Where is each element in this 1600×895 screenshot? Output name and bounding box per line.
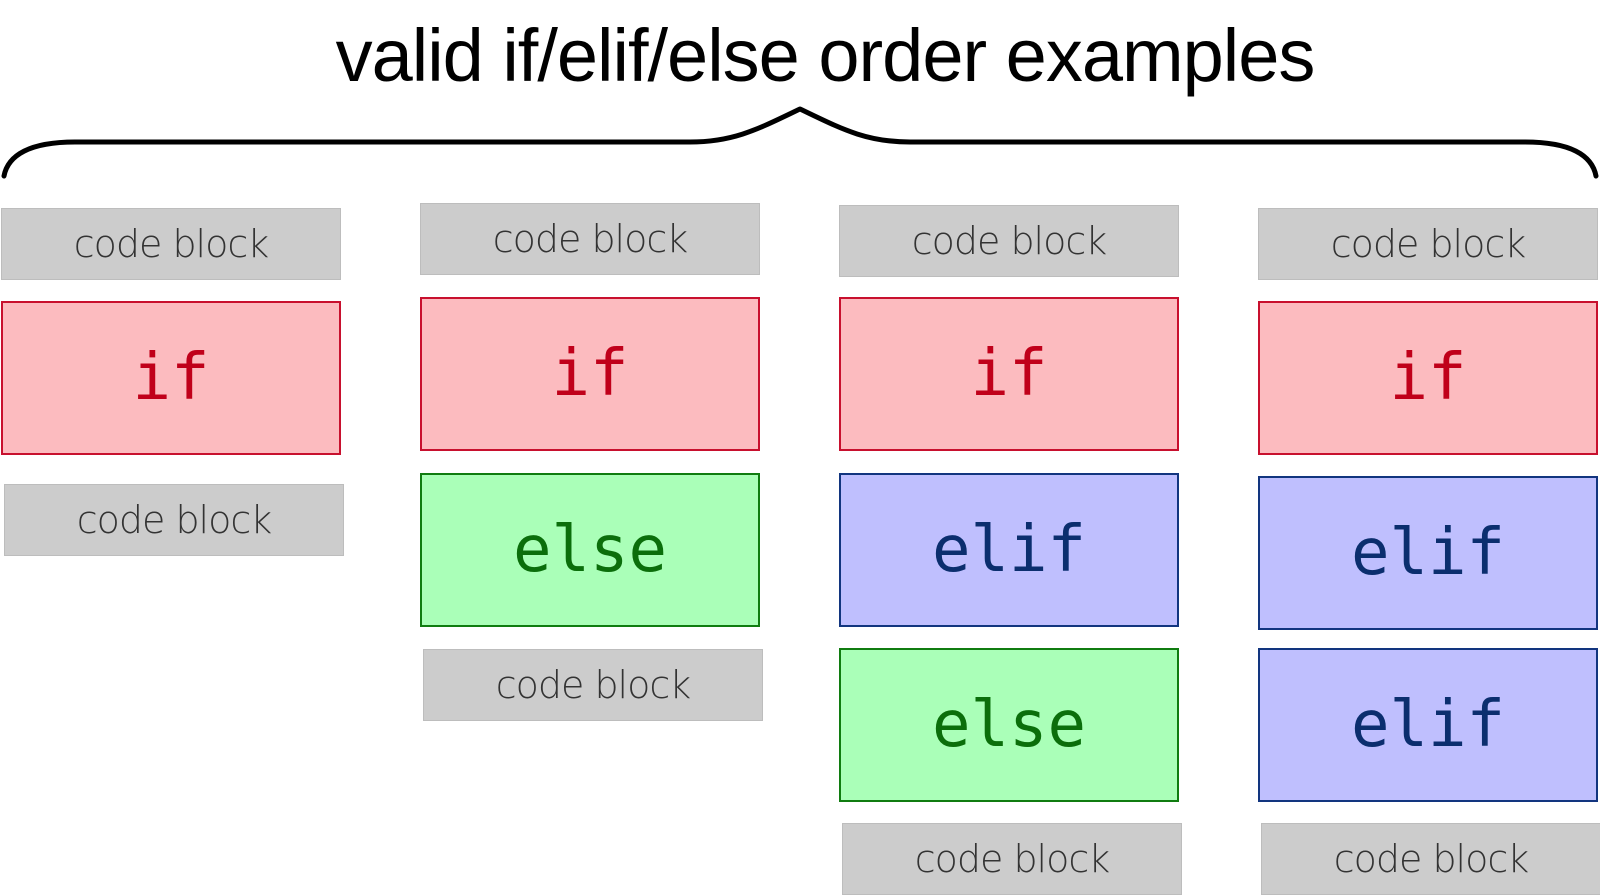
column-3-if-block: if xyxy=(839,297,1179,451)
column-4-if-block: if xyxy=(1258,301,1598,455)
column-4-code-block-bottom: code block xyxy=(1261,823,1600,895)
column-4-elif-block-2: elif xyxy=(1258,648,1598,802)
column-3-code-block-top: code block xyxy=(839,205,1179,277)
column-2-else-block: else xyxy=(420,473,760,627)
curly-brace xyxy=(1,106,1599,179)
column-4-elif-block-1: elif xyxy=(1258,476,1598,630)
column-1-code-block-top: code block xyxy=(1,208,341,280)
diagram-title: valid if/elif/else order examples xyxy=(335,14,1316,97)
column-4-code-block-top: code block xyxy=(1258,208,1598,280)
column-1-code-block-bottom: code block xyxy=(4,484,344,556)
column-2-code-block-top: code block xyxy=(420,203,760,275)
column-2-if-block: if xyxy=(420,297,760,451)
column-3-else-block: else xyxy=(839,648,1179,802)
column-1-if-block: if xyxy=(1,301,341,455)
column-3-elif-block: elif xyxy=(839,473,1179,627)
column-3-code-block-bottom: code block xyxy=(842,823,1182,895)
column-2-code-block-bottom: code block xyxy=(423,649,763,721)
